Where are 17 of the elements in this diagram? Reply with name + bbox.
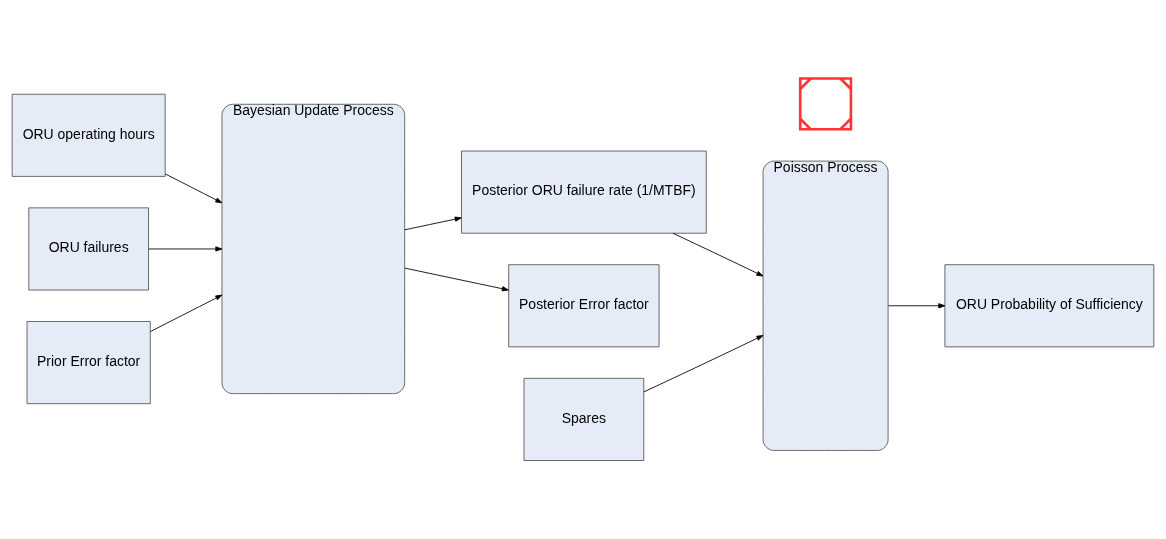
arrow xyxy=(150,294,223,332)
arrow xyxy=(672,232,764,277)
arrow xyxy=(887,303,946,309)
node-box: Prior Error factor xyxy=(26,321,151,405)
arrow xyxy=(148,246,223,252)
node-box: Posterior Error factor xyxy=(508,264,660,348)
node-box: Bayesian Update Process xyxy=(221,103,406,395)
node-box: Poisson Process xyxy=(762,160,889,451)
node-box: ORU Probability of Sufficiency xyxy=(944,264,1155,348)
node-box: Spares xyxy=(523,377,645,461)
node-box: ORU failures xyxy=(28,207,149,291)
arrow xyxy=(404,216,462,231)
arrow xyxy=(404,267,509,292)
node-box: ORU operating hours xyxy=(11,93,166,177)
arrow xyxy=(643,335,764,393)
node-box: Posterior ORU failure rate (1/MTBF) xyxy=(461,150,707,234)
arrow xyxy=(164,173,223,204)
